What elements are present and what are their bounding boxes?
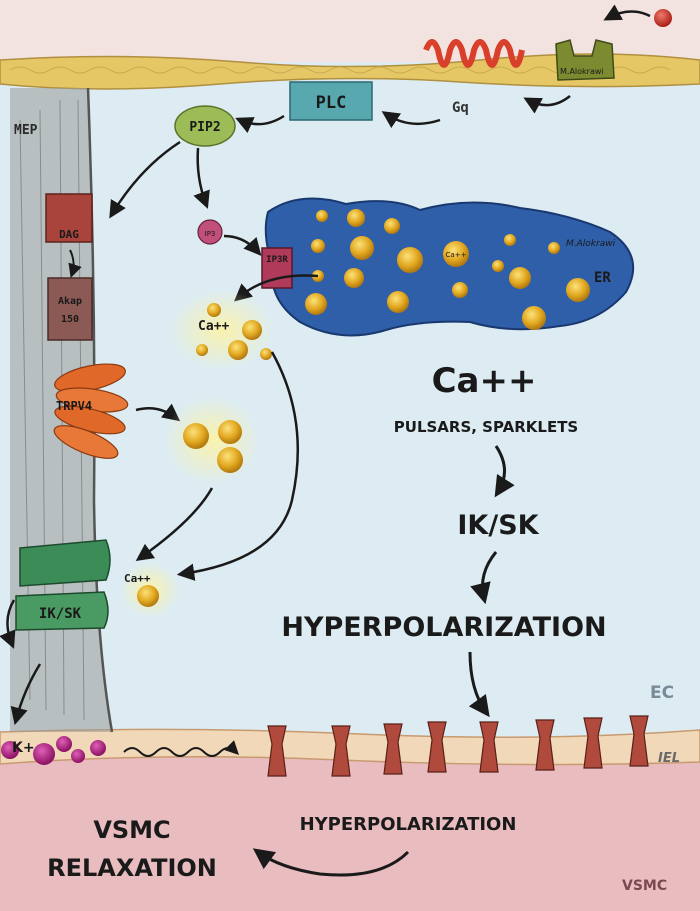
trpv4-label: TRPV4 [56, 399, 92, 413]
plc-label: PLC [316, 93, 347, 113]
trpv4-ca-to-iksk-arrow [135, 487, 214, 562]
release-ca-ball [196, 344, 208, 356]
vsmc-relaxation-line1: VSMC [93, 816, 170, 844]
iksk-lower-subunit [15, 591, 109, 631]
pip2-to-ip3-arrow [193, 147, 210, 209]
lumen-band [0, 0, 700, 62]
vsmc-label: VSMC [622, 878, 667, 894]
iksk-to-hyper-arrow [470, 551, 498, 605]
er-ca-label: Ca++ [446, 251, 467, 259]
receptor [555, 39, 615, 81]
ligand-ball [654, 9, 672, 27]
ip3r-label: IP3R [266, 255, 288, 265]
dag-to-akap-arrow [68, 249, 82, 278]
release-ca-label: Ca++ [198, 319, 229, 334]
ligand-arrow [603, 4, 651, 21]
plc-box [289, 81, 373, 121]
k-efflux-arrow [10, 663, 42, 726]
receptor-to-gq-arrow [523, 95, 571, 114]
k-ion [1, 741, 19, 759]
release-ca-ball [260, 348, 272, 360]
release-ca-ball [207, 303, 221, 317]
pip2-oval [174, 105, 236, 147]
pulsars-sparklets-label: PULSARS, SPARKLETS [394, 418, 578, 436]
dag-box [45, 193, 93, 243]
iksk-main-label: IK/SK [457, 510, 539, 541]
iksk-efflux-arrow [0, 599, 16, 649]
er-label: ER [594, 270, 611, 286]
hyperpolarization-main-label: HYPERPOLARIZATION [281, 612, 606, 643]
er-body [264, 197, 635, 337]
plc-to-pip2-arrow [235, 114, 285, 134]
gq-label: Gq [452, 100, 469, 116]
iksk-upper-subunit [19, 539, 111, 587]
iksk-ca-ball [137, 585, 159, 607]
release-to-iksk-arrow [176, 351, 300, 581]
apical-membrane [0, 53, 700, 90]
author-signature: M.Alokrawi [566, 239, 616, 249]
ec-label: EC [650, 683, 674, 703]
release-ca-ball [242, 320, 262, 340]
iel-band [0, 728, 700, 766]
trpv4-ca-ball [218, 420, 242, 444]
pip2-to-dag-arrow [109, 140, 181, 219]
hyper-to-iel-arrow [468, 651, 490, 718]
iksk-channel-label: IK/SK [39, 606, 82, 622]
akap-label: Akap [58, 296, 82, 307]
trpv4-ca-ball [217, 447, 243, 473]
ip3-label: IP3 [205, 230, 216, 238]
hyper-to-relaxation-arrow [252, 848, 410, 877]
pip2-label: PIP2 [189, 120, 220, 135]
ip3-to-ip3r-arrow [223, 234, 262, 256]
gq-receptor-coil [423, 39, 525, 68]
ca-main-label: Ca++ [432, 361, 537, 401]
receptor-text: M.Alokrawi [560, 67, 604, 76]
k-ion [90, 740, 106, 756]
er-ca-stores [305, 209, 590, 330]
ip3-ball [197, 219, 223, 245]
akap-number: 150 [61, 314, 79, 325]
k-plus-label: K+ [12, 740, 35, 756]
vsmc-hyperpolarization-label: HYPERPOLARIZATION [300, 814, 517, 835]
mep-label: MEP [14, 123, 38, 138]
iel-label: IEL [658, 751, 680, 766]
ca-to-iksk-arrow [494, 445, 515, 498]
trpv4-glow [164, 396, 260, 484]
trpv4-channel [53, 363, 129, 459]
dag-label: DAG [59, 228, 79, 241]
release-ca-ball [228, 340, 248, 360]
gap-junctions [267, 715, 649, 777]
iksk-ca-label: Ca++ [124, 572, 151, 585]
gq-to-plc-arrow [381, 111, 441, 129]
vsmc-relaxation-line2: RELAXATION [47, 854, 217, 882]
er-release-arrow [234, 274, 319, 302]
trpv4-ca-ball [183, 423, 209, 449]
k-ion [56, 736, 72, 752]
current-wave-arrow [123, 740, 239, 757]
k-ion [71, 749, 85, 763]
akap-box [47, 277, 93, 341]
k-ion [33, 743, 55, 765]
